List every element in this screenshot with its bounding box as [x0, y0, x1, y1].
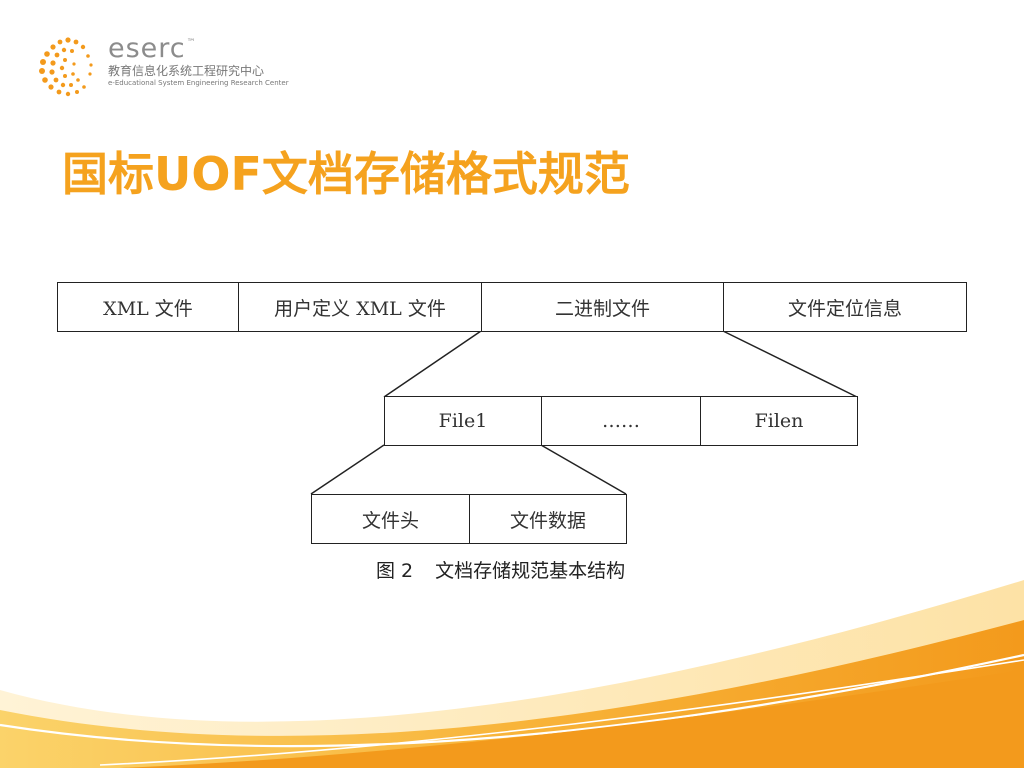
- connector-right-1: [722, 330, 858, 398]
- logo-trademark: ™: [186, 38, 196, 48]
- slide-title: 国标UOF文档存储格式规范: [62, 147, 630, 201]
- logo-english-name: e-Educational System Engineering Researc…: [108, 79, 289, 87]
- cell-ellipsis: ……: [541, 396, 701, 446]
- cell-file-location-info: 文件定位信息: [723, 282, 967, 332]
- cell-file-header: 文件头: [311, 494, 470, 544]
- eserc-logo-icon: [39, 37, 93, 97]
- logo-chinese-name: 教育信息化系统工程研究中心: [108, 64, 265, 78]
- logo: eserc™ 教育信息化系统工程研究中心 e-Educational Syste…: [34, 34, 304, 98]
- logo-name: eserc: [108, 33, 186, 64]
- connector-left-2: [310, 444, 385, 495]
- connector-left-1: [383, 330, 482, 398]
- cell-file1: File1: [384, 396, 542, 446]
- logo-text: eserc™ 教育信息化系统工程研究中心 e-Educational Syste…: [108, 34, 289, 88]
- cell-xml-file: XML 文件: [57, 282, 239, 332]
- connector-right-2: [540, 444, 627, 495]
- figure-caption: 图 2 文档存储规范基本结构: [376, 556, 625, 583]
- figure-caption-text: 文档存储规范基本结构: [435, 560, 626, 582]
- cell-user-xml-file: 用户定义 XML 文件: [238, 282, 482, 332]
- cell-binary-file: 二进制文件: [481, 282, 724, 332]
- cell-filen: Filen: [700, 396, 858, 446]
- cell-file-data: 文件数据: [469, 494, 627, 544]
- decorative-swoosh: [0, 580, 1024, 768]
- figure-number: 图 2: [376, 560, 414, 582]
